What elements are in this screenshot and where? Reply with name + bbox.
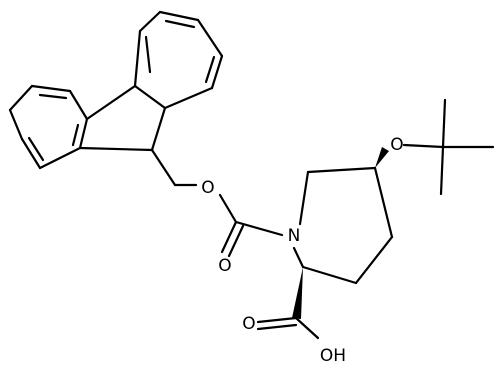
tert-butoxy-bonds: [402, 98, 495, 196]
atom-ring-nitrogen: N: [288, 226, 301, 246]
atom-ether-oxygen: O: [390, 135, 403, 155]
stereo-wedge-c2-carboxyl: [292, 267, 303, 319]
atom-acid-carbonyl-oxygen: O: [242, 314, 255, 334]
atom-carbonyl-oxygen: O: [218, 256, 231, 276]
fluorene-left-ring: [8, 84, 89, 170]
piperidine-ring: [292, 166, 394, 285]
atom-ester-oxygen: O: [201, 178, 214, 198]
carboxylic-acid-bonds: [256, 316, 320, 340]
fluorene-right-ring: [133, 10, 224, 110]
atom-acid-hydroxyl: OH: [320, 346, 346, 366]
fluorene-five-membered-ring: [78, 84, 167, 152]
stereo-wedge-c5-oxygen: [375, 147, 389, 168]
fmoc-linker-bonds: [150, 148, 284, 258]
